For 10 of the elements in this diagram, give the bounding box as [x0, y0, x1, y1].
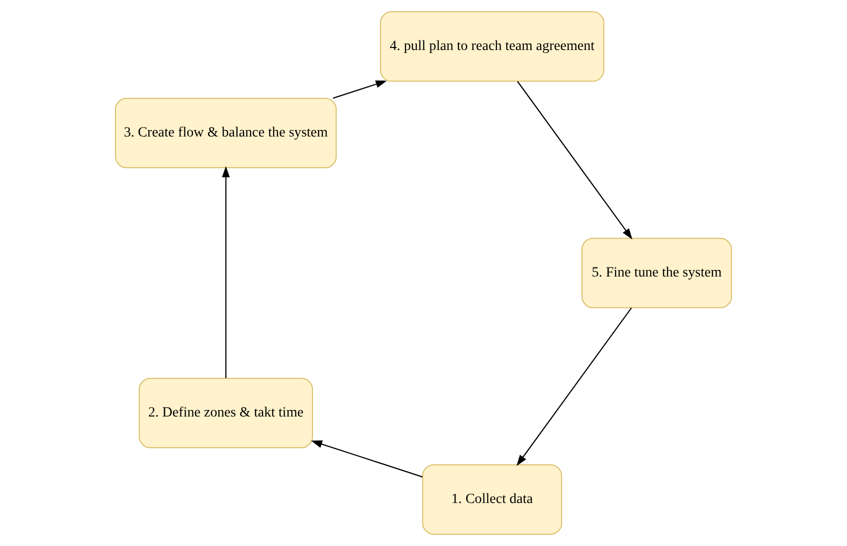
node-box: 2. Define zones & takt time — [138, 378, 313, 448]
node-box: 1. Collect data — [422, 464, 562, 535]
node-box: 5. Fine tune the system — [582, 238, 732, 308]
node-box: 3. Create flow & balance the system — [115, 98, 337, 168]
arrow — [311, 440, 423, 478]
arrow — [332, 80, 387, 99]
arrow — [516, 308, 632, 466]
arrow — [517, 81, 632, 240]
node-box: 4. pull plan to reach team agreement — [380, 11, 604, 82]
arrow — [222, 166, 230, 378]
